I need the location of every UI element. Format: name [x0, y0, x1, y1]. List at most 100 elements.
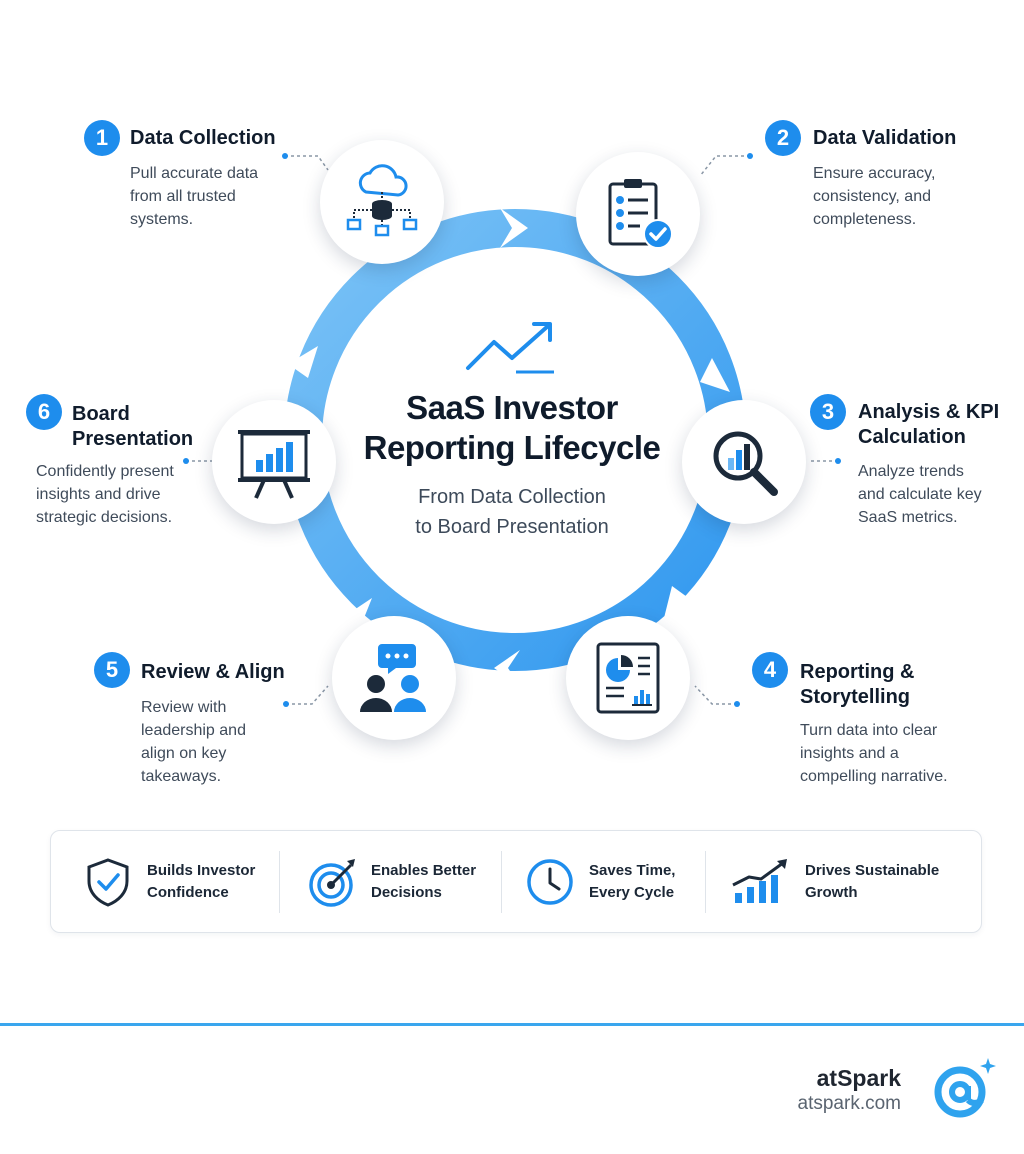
ring-arrow [500, 208, 528, 248]
benefit-better-decisions: Enables Better Decisions [307, 831, 511, 932]
step-description-line: takeaways. [141, 768, 222, 785]
step-description-line: SaaS metrics. [858, 509, 958, 526]
connector-2 [699, 155, 750, 177]
step-description-line: and calculate key [858, 486, 982, 503]
trend-line-icon [466, 322, 554, 374]
diagram-subtitle-line-1: From Data Collection [418, 486, 606, 508]
step-description-line: Pull accurate data [130, 165, 259, 182]
step-title: Reporting & Storytelling [800, 660, 970, 710]
benefit-saves-time: Saves Time, Every Cycle [525, 831, 729, 932]
step-description-line: Confidently present [36, 463, 174, 480]
connector-4 [694, 685, 737, 705]
benefits-bar: Builds Investor Confidence Enables Bette… [50, 830, 982, 933]
step-title-line: Board [72, 403, 130, 425]
benefit-sustainable-growth: Drives Sustainable Growth [731, 831, 965, 932]
step-description-line: align on key [141, 745, 227, 762]
step-description-line: Ensure accuracy, [813, 165, 936, 182]
benefit-label-line: Confidence [147, 883, 229, 901]
benefit-investor-confidence: Builds Investor Confidence [83, 831, 287, 932]
benefit-label-line: Every Cycle [589, 883, 675, 901]
step-number-badge: 3 [810, 394, 846, 430]
benefit-label-line: Builds Investor [147, 861, 256, 879]
benefit-divider [279, 851, 280, 913]
step-description: Confidently present insights and drive s… [36, 460, 206, 529]
step-number-badge: 4 [752, 652, 788, 688]
step-number-badge: 2 [765, 120, 801, 156]
checklist-clipboard-icon [608, 179, 673, 249]
benefit-label: Enables Better Decisions [371, 860, 511, 904]
step-description: Review with leadership and align on key … [141, 696, 291, 788]
center-heading: SaaS Investor Reporting Lifecycle From D… [332, 320, 692, 542]
footer-divider [0, 1023, 1024, 1026]
atspark-logo-icon [934, 1058, 996, 1118]
benefit-label-line: Saves Time, [589, 861, 676, 879]
benefit-label: Saves Time, Every Cycle [589, 860, 729, 904]
step-description-line: Turn data into clear [800, 722, 938, 739]
step-description-line: Analyze trends [858, 463, 964, 480]
step-number-badge: 1 [84, 120, 120, 156]
node-analysis [682, 400, 806, 524]
magnifier-chart-icon [713, 431, 778, 496]
step-description-line: insights and drive [36, 486, 161, 503]
step-description-line: completeness. [813, 211, 917, 228]
ring-arrow [494, 650, 520, 686]
benefit-label-line: Decisions [371, 883, 442, 901]
diagram-subtitle-line-2: to Board Presentation [415, 516, 609, 538]
step-title-line: Presentation [72, 428, 194, 450]
step-description-line: systems. [130, 211, 194, 228]
step-description-line: Review with [141, 699, 227, 716]
step-description-line: from all trusted [130, 188, 236, 205]
step-title: Analysis & KPI Calculation [858, 400, 1024, 450]
connector-1 [285, 155, 329, 171]
step-title: Board Presentation [72, 402, 242, 452]
step-description: Pull accurate data from all trusted syst… [130, 162, 310, 231]
cloud-database-icon [346, 164, 418, 237]
diagram-title-line-1: SaaS Investor [406, 389, 618, 426]
benefit-label: Builds Investor Confidence [147, 860, 287, 904]
diagram-subtitle: From Data Collection to Board Presentati… [332, 482, 692, 542]
brand-name: atSpark [816, 1065, 901, 1091]
step-description-line: consistency, and [813, 188, 931, 205]
clock-icon [527, 858, 573, 905]
benefit-divider [705, 851, 706, 913]
shield-check-icon [87, 857, 129, 907]
node-data-validation [576, 152, 700, 276]
people-chat-icon [360, 644, 426, 712]
step-title-line: Analysis & KPI [858, 401, 1000, 423]
step-title-line: Storytelling [800, 686, 911, 708]
ring-arrow [348, 598, 372, 628]
report-document-icon [596, 642, 660, 714]
brand-url[interactable]: atspark.com [797, 1093, 901, 1114]
step-description-line: leadership and [141, 722, 246, 739]
node-review [332, 616, 456, 740]
node-reporting [566, 616, 690, 740]
benefit-label-line: Drives Sustainable [805, 861, 940, 879]
benefit-label: Drives Sustainable Growth [805, 860, 965, 904]
node-data-collection [320, 140, 444, 264]
step-description-line: insights and a [800, 745, 899, 762]
step-number-badge: 6 [26, 394, 62, 430]
step-title: Data Validation [813, 127, 957, 149]
step-description: Analyze trends and calculate key SaaS me… [858, 460, 1018, 529]
step-description-line: compelling narrative. [800, 768, 948, 785]
step-number-badge: 5 [94, 652, 130, 688]
step-description: Turn data into clear insights and a comp… [800, 719, 980, 788]
step-title-line: Calculation [858, 426, 966, 448]
benefit-label-line: Enables Better [371, 861, 477, 879]
ring-arrow [664, 586, 694, 618]
step-description: Ensure accuracy, consistency, and comple… [813, 162, 983, 231]
step-title: Data Collection [130, 127, 276, 149]
brand-block: atSpark atspark.com [798, 1064, 901, 1116]
ring-arrow [288, 346, 318, 378]
growth-chart-icon [732, 858, 787, 903]
ring-arrow [700, 358, 730, 392]
target-arrow-icon [309, 858, 355, 907]
step-title: Review & Align [141, 661, 285, 683]
node-board-presentation [212, 400, 336, 524]
step-description-line: strategic decisions. [36, 509, 173, 526]
connector-5 [286, 685, 329, 705]
diagram-title-line-2: Reporting Lifecycle [363, 429, 661, 466]
benefit-label-line: Growth [805, 883, 858, 901]
benefit-divider [501, 851, 502, 913]
